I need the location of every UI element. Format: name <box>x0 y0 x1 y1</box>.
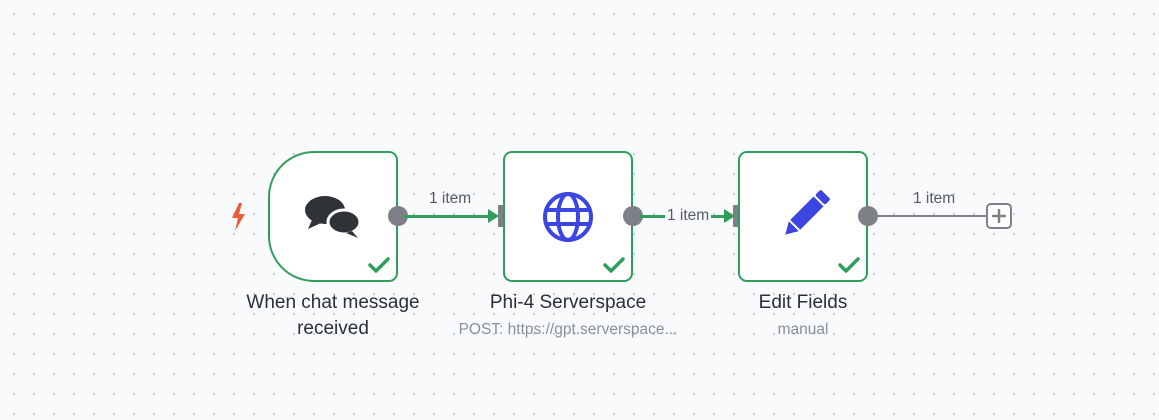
node-chat-trigger[interactable] <box>268 151 398 282</box>
connection-line[interactable] <box>404 215 490 218</box>
node-subtitle: manual <box>777 321 829 338</box>
success-check-icon <box>838 256 860 274</box>
node-edit-fields[interactable] <box>738 151 868 282</box>
node-title: Edit Fields <box>758 292 848 313</box>
lightning-bolt-icon <box>228 202 248 232</box>
connection-arrow <box>488 209 499 223</box>
plus-icon <box>992 209 1006 223</box>
connection-arrow <box>724 209 735 223</box>
connection-line[interactable] <box>876 215 986 217</box>
node-http-request[interactable] <box>503 151 633 282</box>
node-output-handle[interactable] <box>623 206 643 226</box>
add-node-button[interactable] <box>986 203 1012 229</box>
globe-icon <box>505 153 631 280</box>
node-input-handle[interactable] <box>498 205 507 227</box>
edge-item-count: 1 item <box>913 190 956 207</box>
node-title: Phi-4 Serverspace <box>489 292 647 313</box>
node-title: When chat message received <box>246 292 420 339</box>
success-check-icon <box>603 256 625 274</box>
edge-item-count: 1 item <box>429 190 472 207</box>
chat-bubbles-icon <box>270 153 396 280</box>
node-input-handle[interactable] <box>733 205 742 227</box>
node-output-handle[interactable] <box>388 206 408 226</box>
success-check-icon <box>368 256 390 274</box>
edge-item-count: 1 item <box>665 207 712 225</box>
node-subtitle: POST: https://gpt.serverspace... <box>458 321 678 338</box>
pencil-icon <box>740 153 866 280</box>
node-output-handle[interactable] <box>858 206 878 226</box>
